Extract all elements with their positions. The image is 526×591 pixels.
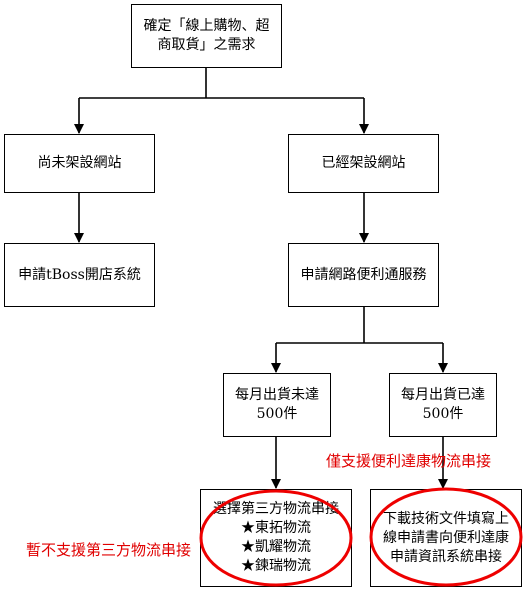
node-over-500: 每月出貨已達 500件: [389, 373, 497, 437]
node-tboss: 申請tBoss開店系統: [4, 243, 155, 307]
node-root-line-2: 商取貨」之需求: [157, 37, 256, 53]
annotation-right-note: 僅支援便利達康物流串接: [326, 452, 492, 470]
node-over-500-line-2: 500件: [422, 406, 464, 422]
node-download-line-3: 申請資訊系統串接: [390, 548, 502, 565]
node-third-party-line-3: ★凱耀物流: [241, 539, 311, 555]
annotation-left-note: 暫不支援第三方物流串接: [26, 541, 192, 559]
node-third-party-line-1: 選擇第三方物流串接: [213, 501, 339, 517]
node-third-party: 選擇第三方物流串接 ★東拓物流 ★凱耀物流 ★鍊瑞物流: [200, 489, 352, 587]
node-has-site-label: 已經架設網站: [321, 155, 406, 171]
node-download: 下載技術文件填寫上 線申請書向便利達康 申請資訊系統串接: [370, 489, 522, 587]
node-under-500-line-1: 每月出貨未達: [235, 387, 319, 403]
node-apply-service: 申請網路便利通服務: [288, 243, 439, 307]
node-third-party-line-4: ★鍊瑞物流: [241, 558, 311, 574]
node-root-line-1: 確定「線上購物、超: [143, 18, 270, 34]
node-third-party-line-2: ★東拓物流: [241, 520, 311, 536]
node-download-line-2: 線申請書向便利達康: [383, 529, 509, 546]
node-root: 確定「線上購物、超 商取貨」之需求: [131, 4, 282, 68]
node-no-site: 尚未架設網站: [4, 134, 155, 193]
node-no-site-label: 尚未架設網站: [37, 155, 122, 171]
node-under-500: 每月出貨未達 500件: [223, 373, 331, 437]
node-over-500-line-1: 每月出貨已達: [401, 387, 485, 403]
node-apply-service-label: 申請網路便利通服務: [300, 266, 427, 283]
node-download-line-1: 下載技術文件填寫上: [383, 510, 509, 527]
node-has-site: 已經架設網站: [288, 134, 439, 193]
node-under-500-line-2: 500件: [256, 406, 298, 422]
node-tboss-label: 申請tBoss開店系統: [18, 266, 141, 283]
